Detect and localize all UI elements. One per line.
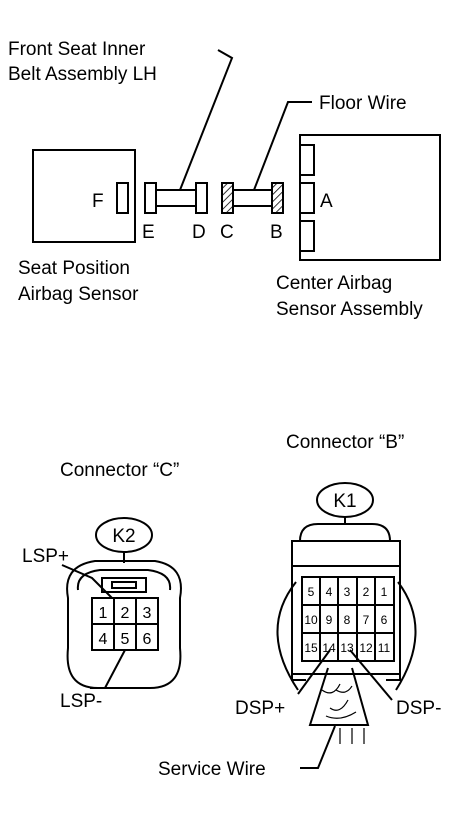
center-sensor-label-1: Center Airbag [276,273,392,294]
connector-b-probe-left [276,581,299,691]
connector-c-pin: 5 [121,631,130,648]
dsp-minus-label: DSP- [396,698,441,719]
connector-b-title: Connector “B” [286,432,404,453]
connector-b-pin: 1 [381,585,388,599]
inner-belt-leader [179,49,234,191]
k1-label: K1 [333,491,356,512]
inner-belt-label-2: Belt Assembly LH [8,64,157,85]
service-wire-ends [339,728,365,744]
floor-wire [233,189,272,207]
connector-c-pin: 4 [99,631,108,648]
seat-sensor-label-1: Seat Position [18,258,130,279]
connector-c-pin: 1 [99,605,108,622]
lsp-plus-leader [61,564,113,599]
center-sensor-label-2: Sensor Assembly [276,299,423,320]
service-wire-strands [321,683,357,719]
connector-e [144,182,157,214]
connector-c-housing [66,560,182,689]
connector-b-pin: 2 [363,585,370,599]
inner-belt-wire [156,189,196,207]
connector-b-housing [291,540,401,675]
k2-label: K2 [112,526,135,547]
connector-b-probe-right [395,581,417,691]
connector-b-pin: 4 [326,585,333,599]
connector-c-pin: 2 [121,605,130,622]
floor-wire-leader [253,101,312,191]
connector-b-pin: 11 [378,641,391,655]
connector-b-pin: 3 [344,585,351,599]
connector-d [195,182,208,214]
connector-c-pin: 6 [143,631,152,648]
connector-b-label: B [270,222,283,243]
lsp-minus-leader [90,649,126,689]
connector-f-label: F [92,191,104,212]
connector-b-pin: 7 [363,613,370,627]
connector-d-label: D [192,222,206,243]
connector-b-pin-grid [301,576,395,662]
connector-a-label: A [320,191,333,212]
connector-f [116,182,129,214]
connector-c-title: Connector “C” [60,460,179,481]
connector-b-latch [299,523,391,542]
center-connector-top [299,144,315,176]
connector-b-pin: 12 [359,641,373,655]
floor-wire-label: Floor Wire [319,93,407,114]
connector-b-pin: 13 [340,641,354,655]
connector-e-label: E [142,222,155,243]
dsp-plus-leader [297,649,331,695]
connector-c-pin: 3 [143,605,152,622]
service-wire-leader [300,725,336,769]
connector-a [299,182,315,214]
connector-b-pin: 5 [308,585,315,599]
dsp-minus-leader [349,649,393,701]
connector-c-lock-inner [111,581,137,589]
connector-b-pin: 9 [326,613,333,627]
lsp-plus-label: LSP+ [22,546,69,567]
connector-b-pin: 14 [322,641,336,655]
connector-c-label: C [220,222,234,243]
seat-sensor-label-2: Airbag Sensor [18,284,139,305]
connector-c [221,182,234,214]
lsp-minus-label: LSP- [60,691,102,712]
connector-c-lock [101,577,147,593]
service-wire-bundle [308,667,370,726]
connector-b-pin: 6 [381,613,388,627]
service-wire-label: Service Wire [158,759,266,780]
seat-position-sensor-box [32,149,136,243]
center-connector-bottom [299,220,315,252]
inner-belt-label-1: Front Seat Inner [8,39,146,60]
connector-b [271,182,284,214]
connector-b-pin: 10 [304,613,318,627]
connector-b-pin: 15 [304,641,318,655]
connector-c-inner-arc [76,569,172,591]
connector-b-pin: 8 [344,613,351,627]
connector-c-pin-dividers [92,598,158,650]
connector-b-pin-dividers [302,577,394,661]
dsp-plus-label: DSP+ [235,698,285,719]
